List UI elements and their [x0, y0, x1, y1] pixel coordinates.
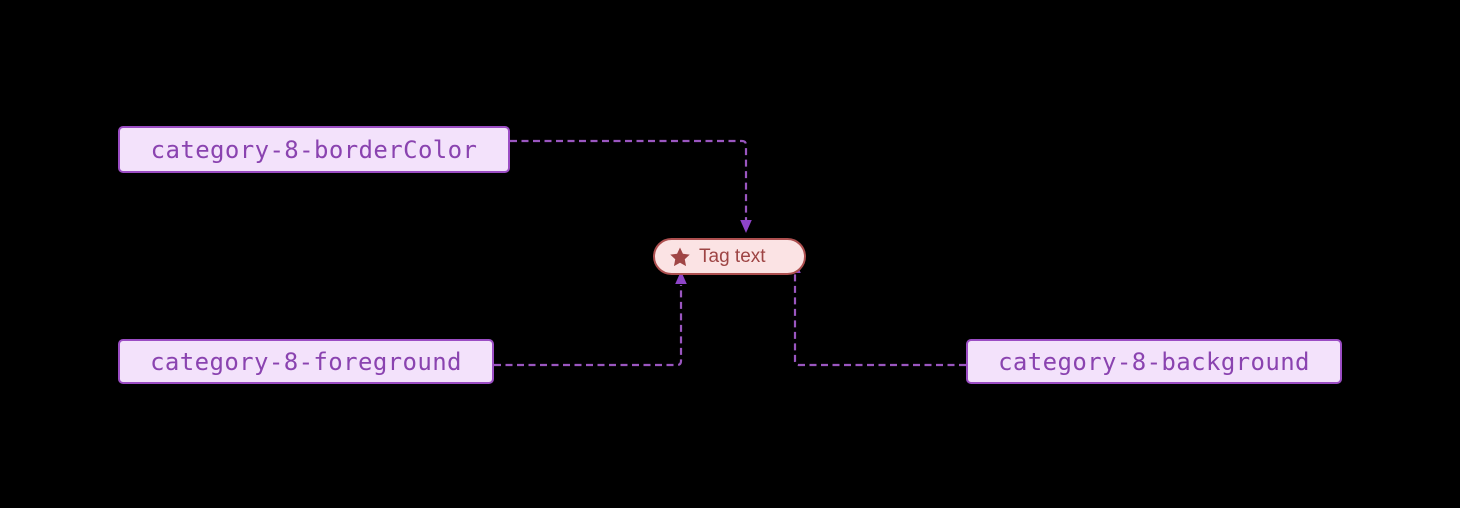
- edge-foreground-to-tag: [494, 285, 683, 367]
- star-icon: [670, 246, 690, 266]
- arrow-head-down-borderColor: [740, 220, 752, 233]
- edge-borderColor-to-tag: [510, 139, 748, 220]
- node-category-8-background[interactable]: category-8-background: [966, 339, 1342, 384]
- node-label: category-8-background: [998, 347, 1310, 376]
- edge-background-to-tag: [793, 274, 966, 367]
- node-category-8-borderColor[interactable]: category-8-borderColor: [118, 126, 510, 173]
- node-label: category-8-foreground: [150, 347, 462, 376]
- tag-node[interactable]: Tag text: [653, 238, 806, 275]
- node-label: category-8-borderColor: [150, 135, 478, 164]
- node-category-8-foreground[interactable]: category-8-foreground: [118, 339, 494, 384]
- tag-label: Tag text: [699, 246, 766, 267]
